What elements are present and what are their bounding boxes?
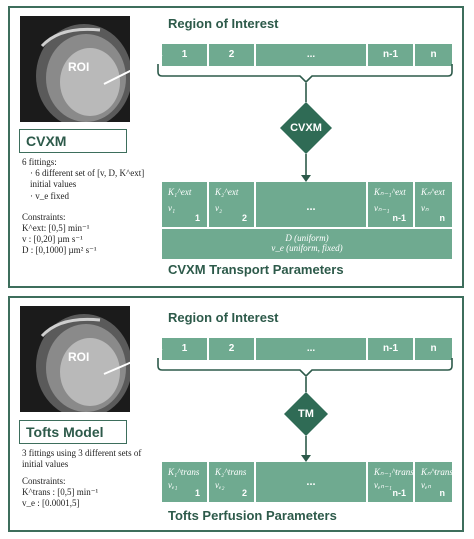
- mri-slice-image: [20, 16, 130, 122]
- cvxm-fitting-2-text: v_e fixed: [35, 191, 69, 201]
- tofts-param-index: n-1: [392, 488, 407, 498]
- tofts-param-ve: vₑₙ₋₁: [374, 480, 392, 490]
- cvxm-diamond: [280, 102, 332, 154]
- cvxm-param-cell: Kₙ₋₁^ext vₙ₋₁ n-1: [368, 182, 413, 227]
- tofts-param-k: Kₙ₋₁^trans: [374, 467, 414, 477]
- cvxm-param-v: vₙ: [421, 203, 429, 213]
- tofts-roi-cell: n-1: [368, 338, 413, 360]
- cvxm-uniform-params: D (uniform) v_e (uniform, fixed): [162, 229, 452, 259]
- cvxm-param-index: n: [439, 213, 446, 223]
- tofts-param-index: 2: [241, 488, 247, 498]
- tofts-param-k: Kₙ^trans: [421, 467, 453, 477]
- cvxm-constraints-title: Constraints:: [22, 212, 66, 222]
- cvxm-roi-cell: 1: [162, 44, 207, 66]
- roi-brace: [157, 358, 453, 378]
- cvxm-fitting-bullet-2: · v_e fixed: [30, 191, 69, 201]
- cvxm-param-index: 2: [241, 213, 247, 223]
- cvxm-param-v: v₁: [168, 203, 176, 213]
- tofts-param-cell: ...: [256, 462, 366, 502]
- cvxm-fittings-title: 6 fittings:: [22, 157, 57, 167]
- cvxm-roi-header: Region of Interest: [168, 16, 279, 31]
- cvxm-param-k: Kₙ₋₁^ext: [374, 187, 406, 197]
- tm-diamond-label: TM: [298, 408, 314, 420]
- tofts-param-cell: Kₙ₋₁^trans vₑₙ₋₁ n-1: [368, 462, 414, 502]
- cvxm-fitting-1-text: 6 different set of [v, D, K^ext] initial…: [30, 168, 145, 189]
- arrow-head: [301, 175, 311, 182]
- cvxm-roi-cell: 2: [209, 44, 254, 66]
- tofts-roi-cell: n: [415, 338, 452, 360]
- cvxm-param-cell: K₂^ext v₂ 2: [209, 182, 254, 227]
- cvxm-param-k: Kₙ^ext: [421, 187, 445, 197]
- cvxm-param-cell: Kₙ^ext vₙ n: [415, 182, 452, 227]
- cvxm-param-index: 1: [194, 213, 200, 223]
- tofts-roi-cell: 2: [209, 338, 254, 360]
- tofts-param-k: K₂^trans: [215, 467, 247, 477]
- uniform-d: D (uniform): [285, 233, 329, 243]
- tofts-model-label: Tofts Model: [19, 420, 127, 444]
- tofts-footer-title: Tofts Perfusion Parameters: [168, 508, 337, 523]
- tofts-roi-cell: ...: [256, 338, 366, 360]
- tofts-roi-header: Region of Interest: [168, 310, 279, 325]
- cvxm-param-ellipsis: ...: [306, 201, 316, 213]
- cvxm-constraint-2: v : [0,20] µm s⁻¹: [22, 234, 83, 244]
- cvxm-roi-cell: ...: [256, 44, 366, 66]
- cvxm-param-cell: K₁^ext v₁ 1: [162, 182, 207, 227]
- tofts-param-index: 1: [194, 488, 200, 498]
- arrow-head: [301, 455, 311, 462]
- tofts-param-ve: vₑₙ: [421, 480, 431, 490]
- tofts-param-k: K₁^trans: [168, 467, 200, 477]
- tofts-param-ve: vₑ₁: [168, 480, 178, 490]
- cvxm-param-k: K₂^ext: [215, 187, 239, 197]
- cvxm-diamond-label: CVXM: [290, 122, 322, 134]
- tofts-param-ve: vₑ₂: [215, 480, 225, 490]
- tofts-constraints-title: Constraints:: [22, 476, 66, 486]
- cvxm-param-k: K₁^ext: [168, 187, 192, 197]
- roi-pointer-line: [103, 54, 163, 85]
- cvxm-footer-title: CVXM Transport Parameters: [168, 262, 344, 277]
- tofts-param-ellipsis: ...: [306, 476, 316, 488]
- roi-pointer-line: [103, 348, 163, 375]
- cvxm-model-label: CVXM: [19, 129, 127, 153]
- roi-thumbnail-tofts: ROI: [20, 306, 130, 412]
- tofts-param-cell: K₁^trans vₑ₁ 1: [162, 462, 207, 502]
- uniform-ve: v_e (uniform, fixed): [271, 243, 343, 253]
- tm-diamond: [284, 392, 328, 436]
- cvxm-param-v: vₙ₋₁: [374, 203, 390, 213]
- tofts-fittings-note: 3 fittings using 3 different sets of ini…: [22, 448, 142, 469]
- cvxm-constraint-1: K^ext: [0,5] min⁻¹: [22, 223, 90, 233]
- cvxm-param-cell: ...: [256, 182, 366, 227]
- tofts-param-index: n: [439, 488, 446, 498]
- mri-slice-image: [20, 306, 130, 412]
- tofts-roi-cell: 1: [162, 338, 207, 360]
- cvxm-fitting-bullet-1: · 6 different set of [v, D, K^ext] initi…: [30, 168, 145, 189]
- roi-label: ROI: [68, 350, 90, 364]
- cvxm-param-v: v₂: [215, 203, 223, 213]
- cvxm-constraint-3: D : [0,1000] µm² s⁻¹: [22, 245, 97, 255]
- tofts-param-cell: K₂^trans vₑ₂ 2: [209, 462, 254, 502]
- roi-brace: [157, 64, 453, 84]
- cvxm-roi-cell: n: [415, 44, 452, 66]
- roi-thumbnail-cvxm: ROI: [20, 16, 130, 122]
- cvxm-roi-cell: n-1: [368, 44, 413, 66]
- cvxm-param-index: n-1: [392, 213, 407, 223]
- tofts-constraint-1: K^trans : [0,5] min⁻¹: [22, 487, 99, 497]
- tofts-constraint-2: v_e : [0.0001,5]: [22, 498, 80, 508]
- tofts-param-cell: Kₙ^trans vₑₙ n: [415, 462, 453, 502]
- roi-label: ROI: [68, 60, 90, 74]
